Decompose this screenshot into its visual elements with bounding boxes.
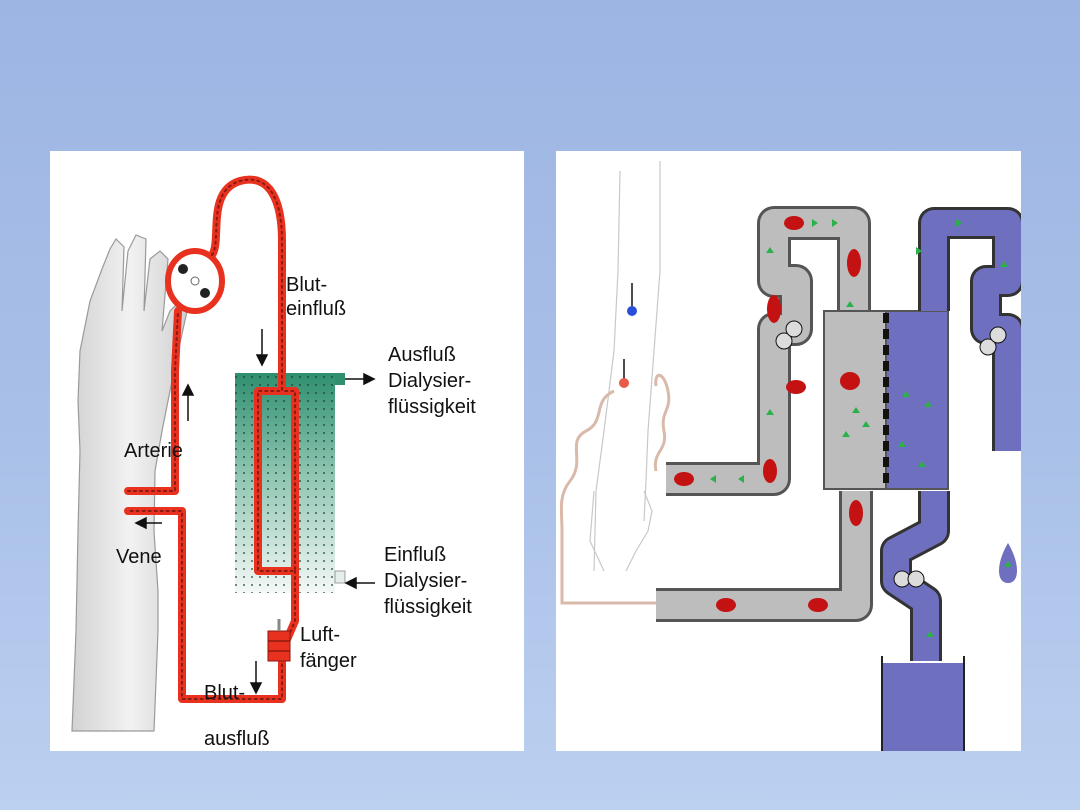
- dialysate-line: [880, 207, 1021, 661]
- label-dialysate-outflow-1: Ausfluß: [388, 344, 456, 366]
- label-blood-inflow-2: einfluß: [286, 298, 346, 320]
- label-blood-outflow-1: Blut-: [204, 682, 245, 704]
- label-dialysate-outflow-2: Dialysier-: [388, 370, 471, 392]
- label-dialysate-outflow-3: flüssigkeit: [388, 396, 476, 418]
- roller-pumps: [775, 320, 1007, 588]
- dialysis-circuit-svg: Blut- einfluß Ausfluß Dialysier- flüssig…: [71, 175, 476, 750]
- air-trap: [267, 619, 291, 662]
- label-dialysate-inflow-3: flüssigkeit: [384, 596, 472, 618]
- label-air-trap-1: Luft-: [300, 624, 340, 646]
- label-air-trap-2: fänger: [300, 650, 357, 672]
- blood-tubing: [124, 175, 299, 703]
- label-dialysate-inflow-1: Einfluß: [384, 544, 446, 566]
- dialysis-circuit-diagram: Blut- einfluß Ausfluß Dialysier- flüssig…: [50, 151, 524, 751]
- dialyzer-flow-svg: [559, 161, 1021, 751]
- dialyzer-flow-diagram: [556, 151, 1021, 751]
- arm-hand: [71, 234, 189, 732]
- blood-pump: [165, 248, 225, 314]
- probes: [619, 283, 637, 388]
- arm-outline: [589, 161, 661, 572]
- label-dialysate-inflow-2: Dialysier-: [384, 570, 467, 592]
- label-artery: Arterie: [124, 440, 183, 462]
- blood-cells: [674, 216, 863, 612]
- coiled-tubing: [559, 373, 671, 605]
- dialyzer-chamber: [823, 310, 949, 490]
- collection-bucket: [881, 656, 965, 751]
- dialyzer: [235, 373, 346, 593]
- label-blood-outflow-2: ausfluß: [204, 728, 270, 750]
- flow-arrows: [134, 329, 376, 695]
- label-blood-inflow-1: Blut-: [286, 274, 327, 296]
- label-vein: Vene: [116, 546, 162, 568]
- flow-markers: [710, 219, 1012, 637]
